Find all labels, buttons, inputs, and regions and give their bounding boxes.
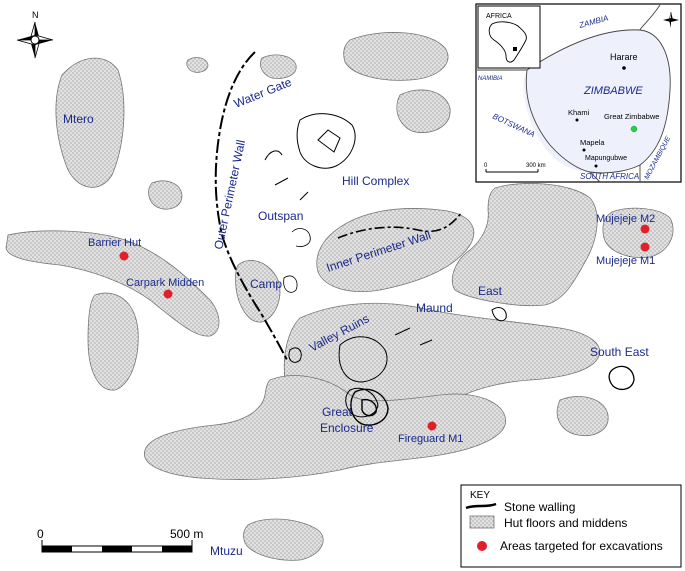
label-barrier-hut: Barrier Hut [88,237,141,249]
label-fireguard-m1: Fireguard M1 [398,433,463,445]
africa-outline-icon [488,21,527,63]
scale-bar: 0 500 m [37,527,203,553]
great-enclosure-walls [350,388,389,426]
inset-south-africa-label: SOUTH AFRICA [580,172,639,181]
label-camp: Camp [250,277,282,291]
hut-area-barrier [5,230,220,337]
inset-zimbabwe-area [523,29,671,173]
map-key: KEY Stone walling Hut floors and middens… [460,484,682,568]
compass-rose-icon: N [16,10,54,59]
label-east: East [478,284,503,298]
hut-area-east [451,183,598,306]
hill-complex-walls [264,113,356,201]
excavation-sites: Barrier Hut Carpark Midden Mujejeje M2 M… [88,213,655,445]
inset-africa-frame [477,5,541,69]
inset-khami-label: Khami [568,108,590,117]
label-mujejeje-m1: Mujejeje M1 [596,255,655,267]
compass-north-label: N [32,10,39,20]
excavation-dot-mujejeje-m2 [640,224,650,234]
key-stone-walling-symbol [465,502,497,510]
excavation-dot-mujejeje-m1 [640,242,650,252]
hut-area-north [343,32,449,81]
key-frame [460,484,682,568]
label-mtuzu: Mtuzu [210,544,243,558]
inset-harare-label: Harare [610,52,638,62]
key-hut-floors-label: Hut floors and middens [504,516,627,530]
inset-mapela-dot [582,148,586,152]
inset-compass-icon [663,11,679,28]
scale-bar-end-label: 500 m [170,527,203,541]
inset-scale-start: 0 [484,163,488,169]
outspan-walls [291,228,311,247]
inner-perimeter-wall [337,211,463,239]
inset-africa-label: AFRICA [486,13,512,20]
label-enclosure: Enclosure [320,421,374,435]
east-walls [491,307,507,322]
hut-area-west-small [148,180,183,210]
south-east-walls [608,365,635,391]
hut-area-mtuzu [243,518,324,561]
hut-floor-areas [5,32,674,561]
camp-walls [283,275,298,293]
inset-great-zimbabwe-label: Great Zimbabwe [604,112,659,121]
label-maund: Maund [416,301,453,315]
label-hill-complex: Hill Complex [342,174,409,188]
excavation-dot-carpark-midden [163,289,173,299]
label-water-gate: Water Gate [232,75,294,111]
excavation-dot-barrier-hut [119,251,129,261]
hut-area-great-enclosure [144,375,506,480]
label-outspan: Outspan [258,209,303,223]
hut-area-mtero [55,57,125,188]
stone-walling [214,51,635,426]
key-title: KEY [470,490,490,501]
inset-mapela-label: Mapela [580,138,605,147]
key-excavation-symbol [477,541,487,551]
hut-area-west-lower [87,292,139,391]
africa-locator [513,47,517,51]
label-south-east: South East [590,345,649,359]
outer-perimeter-wall [214,51,289,363]
key-hut-floors-symbol [469,515,495,529]
inset-mapungubwe-label: Mapungubwe [585,155,627,162]
label-mujejeje-m2: Mujejeje M2 [596,213,655,225]
inset-scale-end: 300 km [526,163,546,169]
hut-area-north-tiny [186,57,209,73]
hut-area-southeast [556,396,609,437]
inset-zimbabwe-label: ZIMBABWE [583,85,643,97]
label-mtero: Mtero [63,112,94,126]
label-carpark-midden: Carpark Midden [126,277,204,289]
excavation-dot-fireguard-m1 [427,421,437,431]
inset-namibia-label: NAMIBIA [478,76,503,82]
hut-area-north-small [260,54,297,79]
inset-mapungubwe-dot [594,164,598,168]
inset-great-zimbabwe-dot [630,125,638,133]
inset-harare-dot [622,66,626,70]
inset-map: AFRICA ZAMBIA Harare NAMIBIA ZIMBABWE Kh… [475,3,682,183]
label-great: Great [322,405,353,419]
scale-bar-start-label: 0 [37,527,44,541]
key-stone-walling-label: Stone walling [504,500,575,514]
inset-borders [477,4,671,183]
hut-area-camp [235,260,281,323]
inset-khami-dot [575,118,579,122]
hut-area-mujejeje [602,207,674,259]
hut-area-northeast [396,89,451,133]
hut-area-inner [316,208,475,292]
key-excavation-label: Areas targeted for excavations [500,539,663,553]
